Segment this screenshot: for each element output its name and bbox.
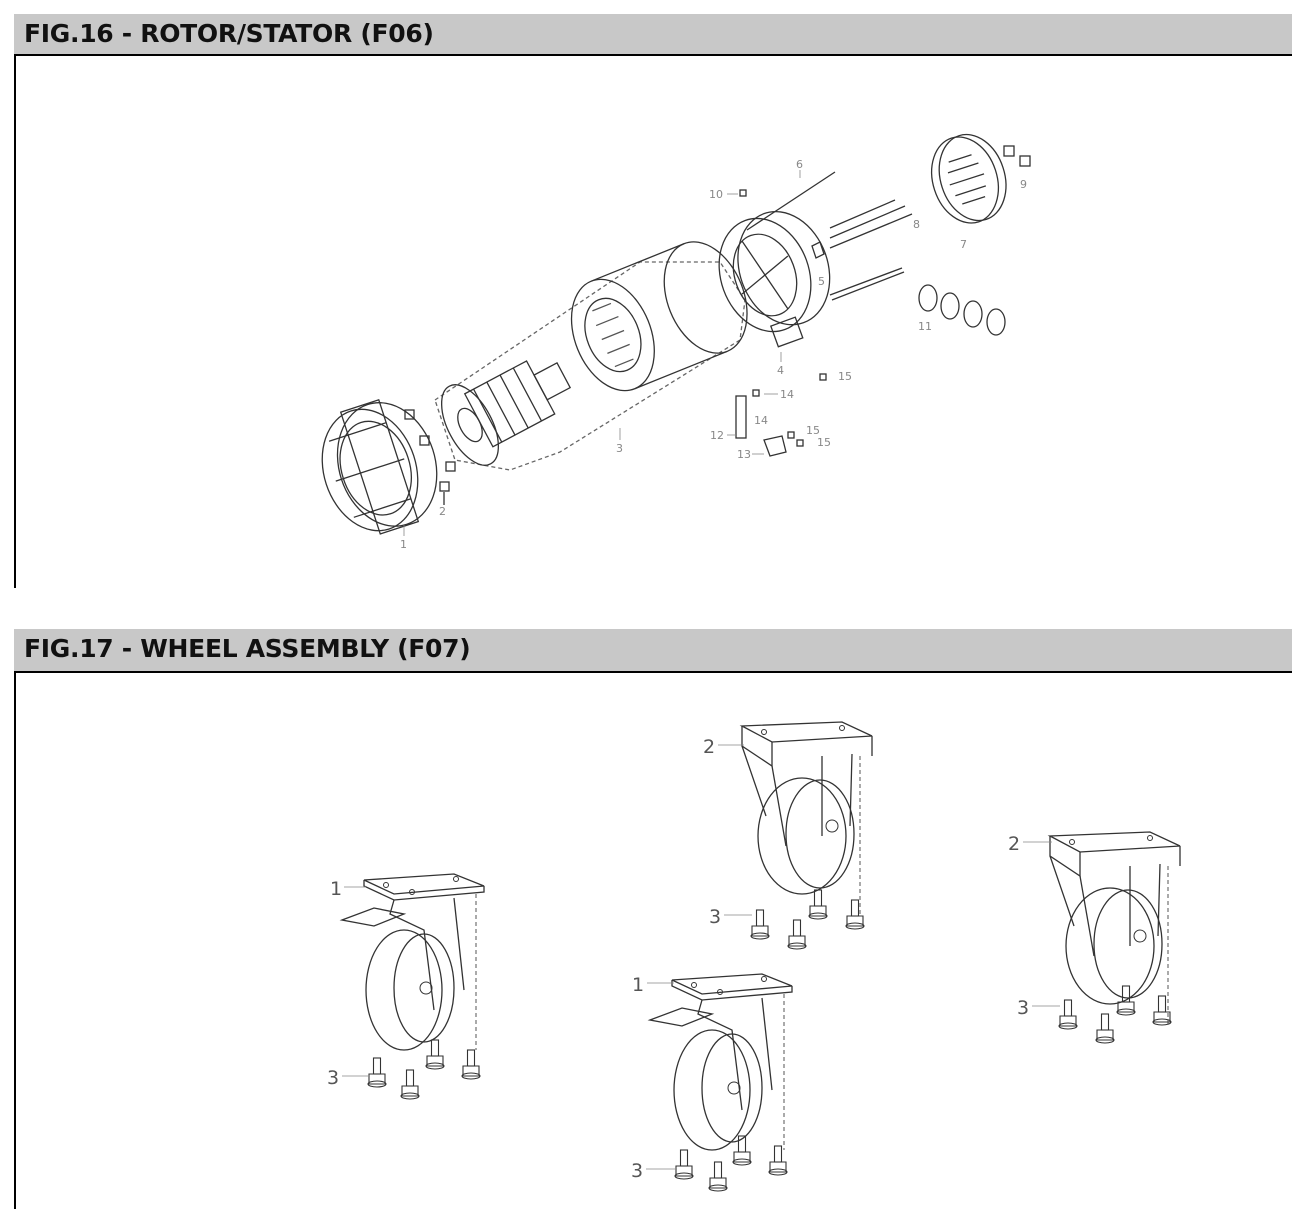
callout-swivel-left: 1 xyxy=(330,878,342,900)
swivel-caster-left xyxy=(341,873,485,1051)
nut-part-9b xyxy=(1019,155,1031,167)
stator xyxy=(570,241,748,392)
callout-3: 3 xyxy=(616,442,623,455)
callout-12: 12 xyxy=(710,429,724,442)
rear-cover xyxy=(931,133,1007,224)
bolts-part-2 xyxy=(404,409,456,505)
callout-13: 13 xyxy=(737,448,751,461)
callout-4: 4 xyxy=(777,364,784,377)
callout-14b: 14 xyxy=(754,414,768,427)
callout-bolt-right: 3 xyxy=(1017,997,1029,1019)
screw-part-14 xyxy=(752,389,760,397)
callout-2: 2 xyxy=(439,505,446,518)
fig16-header: FIG.16 - ROTOR/STATOR (F06) xyxy=(14,14,1292,56)
fig16-left-rule xyxy=(14,56,16,588)
fig17-leaders xyxy=(342,744,1060,1170)
rotor xyxy=(440,360,572,466)
screw-part-15c xyxy=(796,439,804,447)
callout-bolt-left: 3 xyxy=(327,1067,339,1089)
capacitor-part-12 xyxy=(735,395,747,439)
fig17-left-rule xyxy=(14,673,16,1209)
callout-bolt-center-bottom: 3 xyxy=(631,1160,643,1182)
callout-8: 8 xyxy=(913,218,920,231)
fig17-section: FIG.17 - WHEEL ASSEMBLY (F07) xyxy=(14,629,1292,1209)
bolts-center-bottom xyxy=(674,1135,788,1192)
callout-15c: 15 xyxy=(817,436,831,449)
callout-5: 5 xyxy=(818,275,825,288)
rotor-stator-drawing xyxy=(321,133,1031,535)
callout-10: 10 xyxy=(709,188,723,201)
bolts-left xyxy=(367,1039,481,1100)
callout-swivel-center: 1 xyxy=(632,974,644,996)
wire-clips-part-11 xyxy=(918,284,1006,336)
swivel-caster-center xyxy=(649,973,793,1151)
washer-part-5 xyxy=(811,241,825,259)
callout-15b: 15 xyxy=(806,424,820,437)
fig16-callouts: 1 2 3 4 5 6 7 8 9 10 11 12 13 14 14 15 1… xyxy=(400,158,1027,551)
rotor-stator-outline xyxy=(434,261,746,471)
callout-14a: 14 xyxy=(780,388,794,401)
rigid-caster-center xyxy=(741,721,873,915)
callout-bolt-center-top: 3 xyxy=(709,906,721,928)
callout-6: 6 xyxy=(796,158,803,171)
fig17-callouts: 1 3 2 3 1 3 2 3 xyxy=(327,736,1029,1182)
rigid-caster-right xyxy=(1049,831,1181,1025)
brush-holder-part-13 xyxy=(763,435,787,457)
tie-rods xyxy=(746,171,913,301)
front-end-cover xyxy=(321,399,438,535)
fig16-leaders xyxy=(403,170,801,536)
fig16-exploded-diagram: 1 2 3 4 5 6 7 8 9 10 11 12 13 14 14 15 1… xyxy=(321,133,1031,551)
rear-housing xyxy=(718,210,831,348)
callout-15a: 15 xyxy=(838,370,852,383)
fig16-section: FIG.16 - ROTOR/STATOR (F06) xyxy=(14,14,1292,588)
screw-part-10 xyxy=(739,189,747,197)
fig16-title: FIG.16 - ROTOR/STATOR (F06) xyxy=(24,19,434,48)
callout-1: 1 xyxy=(400,538,407,551)
callout-7: 7 xyxy=(960,238,967,251)
fig17-header: FIG.17 - WHEEL ASSEMBLY (F07) xyxy=(14,629,1292,673)
fig17-title: FIG.17 - WHEEL ASSEMBLY (F07) xyxy=(24,634,471,663)
callout-rigid-right: 2 xyxy=(1008,833,1020,855)
callout-9: 9 xyxy=(1020,178,1027,191)
bolts-center-top xyxy=(750,889,865,950)
screw-part-15b xyxy=(787,431,795,439)
callout-11: 11 xyxy=(918,320,932,333)
nut-part-9a xyxy=(1003,145,1015,157)
screw-part-15a xyxy=(819,373,827,381)
callout-rigid-center: 2 xyxy=(703,736,715,758)
